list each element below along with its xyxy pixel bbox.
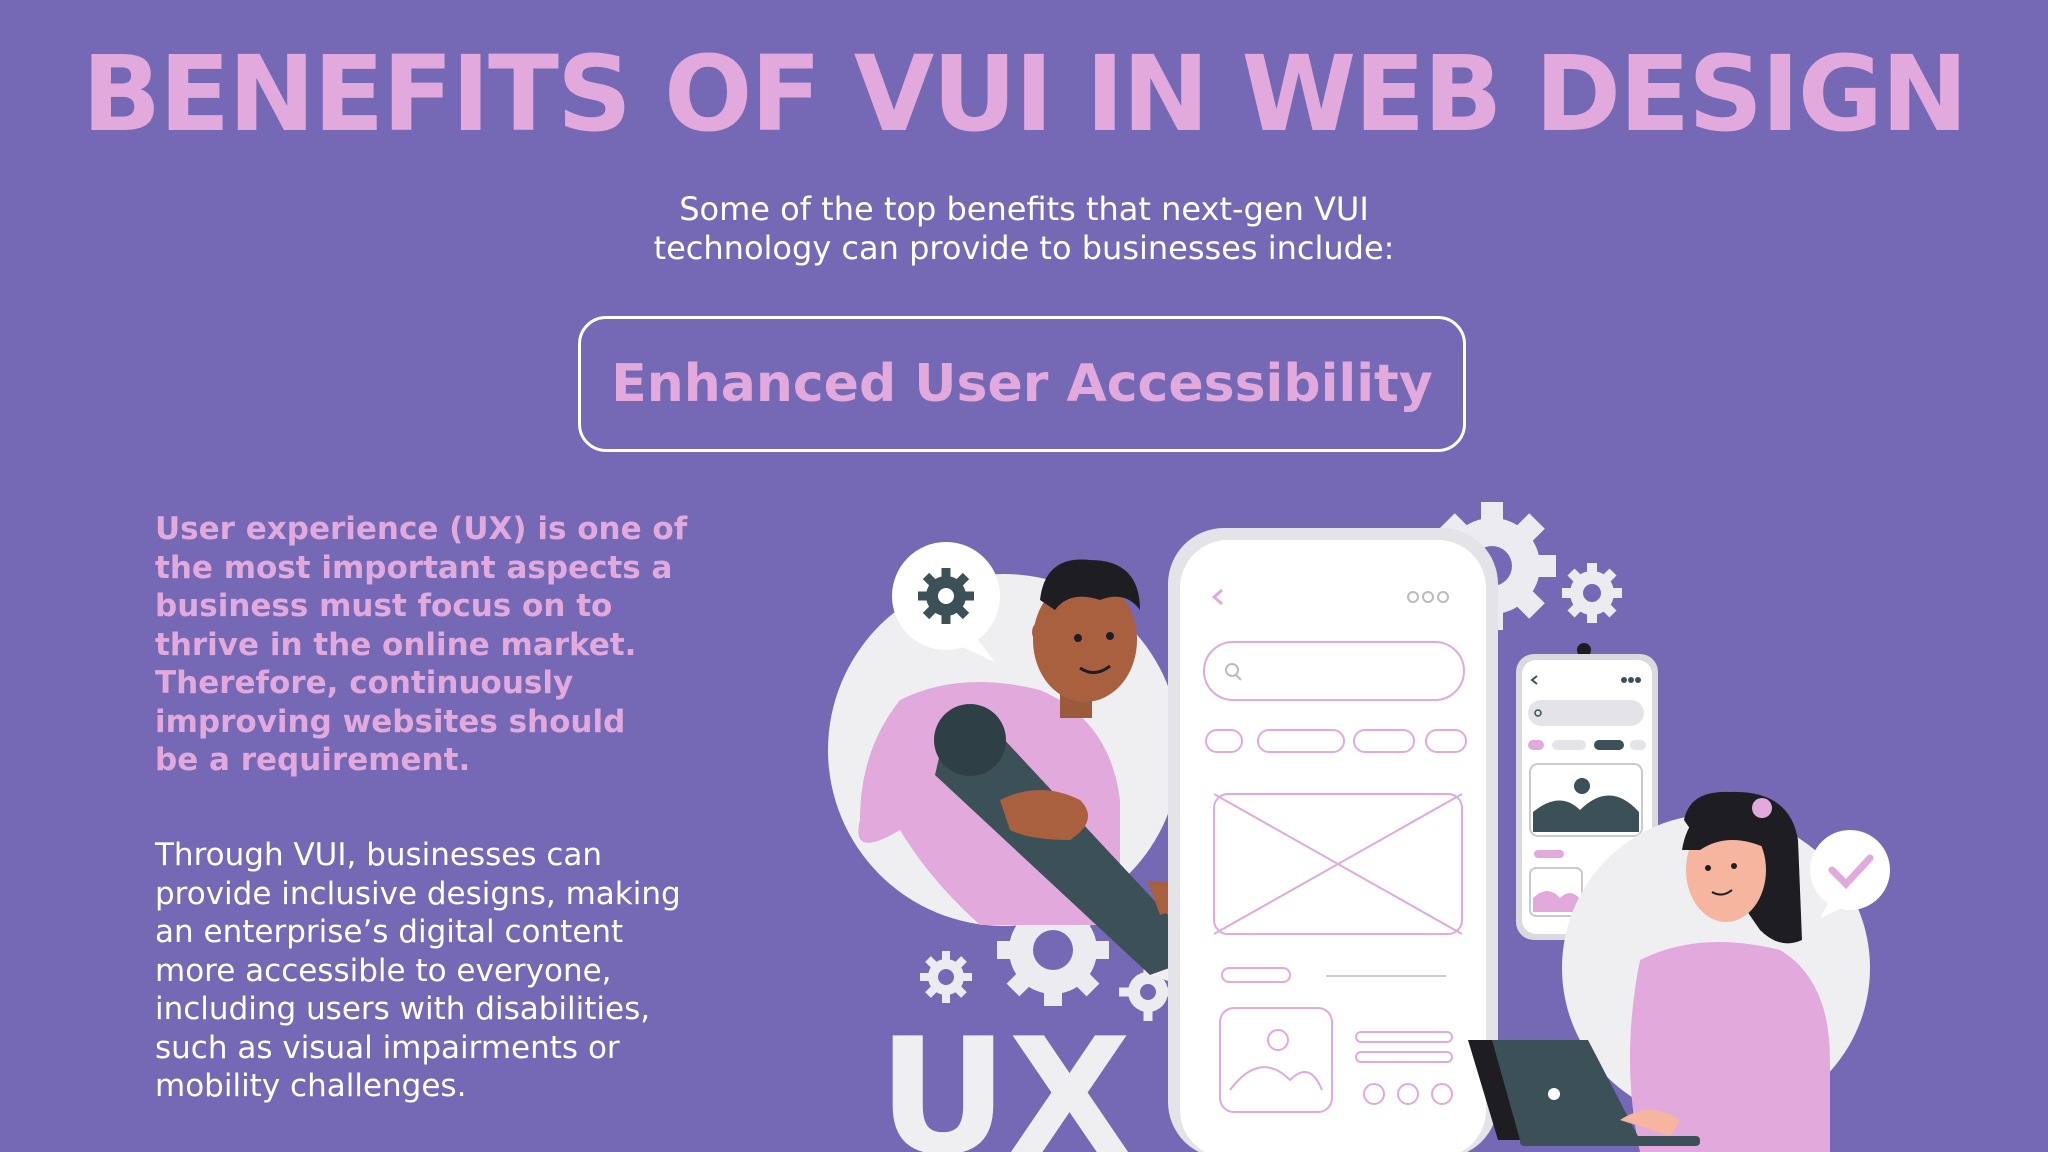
- ux-design-illustration: UX: [828, 502, 1890, 1152]
- designer-woman: [1630, 791, 1830, 1152]
- paragraph-line: such as visual impairments or: [155, 1029, 620, 1066]
- ux-label: UX: [878, 1003, 1131, 1152]
- speech-bubble: [892, 542, 1000, 662]
- subtitle-line: technology can provide to businesses inc…: [653, 229, 1395, 267]
- vui-inclusivity-paragraph: Through VUI, businesses can provide incl…: [155, 836, 735, 1106]
- page-title: BENEFITS OF VUI IN WEB DESIGN: [81, 33, 1968, 155]
- intro-subtitle: Some of the top benefits that next-gen V…: [524, 190, 1524, 268]
- check-bubble: [1810, 830, 1890, 918]
- subtitle-line: Some of the top benefits that next-gen V…: [679, 190, 1369, 228]
- gear-icon: [1119, 963, 1177, 1021]
- image-placeholder-icon: [1529, 867, 1583, 917]
- paragraph-line: provide inclusive designs, making: [155, 875, 681, 912]
- paragraph-line: be a requirement.: [155, 742, 471, 778]
- paragraph-line: business must focus on to: [155, 588, 613, 624]
- back-chevron-icon: [1211, 588, 1223, 606]
- benefit-banner: Enhanced User Accessibility: [578, 316, 1466, 452]
- paragraph-line: Through VUI, businesses can: [155, 837, 603, 873]
- paragraph-line: improving websites should: [155, 703, 626, 740]
- paragraph-line: including users with disabilities,: [155, 991, 651, 1027]
- paragraph-line: the most important aspects a: [155, 549, 673, 586]
- image-placeholder-icon: [1213, 793, 1463, 935]
- search-icon: [1225, 663, 1242, 681]
- more-dots-icon: [1621, 677, 1641, 683]
- paragraph-line: thrive in the online market.: [155, 626, 637, 663]
- more-dots-icon: [1407, 591, 1449, 603]
- image-placeholder-icon: [1529, 763, 1643, 837]
- phone-mockup: [1168, 528, 1498, 1152]
- paragraph-line: mobility challenges.: [155, 1068, 467, 1104]
- paragraph-line: User experience (UX) is one of: [155, 511, 688, 547]
- gear-icon: [920, 951, 972, 1003]
- laptop-icon: [1468, 1040, 1700, 1146]
- ux-importance-paragraph: User experience (UX) is one of the most …: [155, 510, 715, 780]
- check-icon: [1828, 854, 1874, 890]
- paragraph-line: an enterprise’s digital content: [155, 914, 624, 950]
- pencil-icon: [934, 704, 1220, 998]
- paragraph-line: more accessible to everyone,: [155, 952, 612, 989]
- benefit-heading: Enhanced User Accessibility: [611, 354, 1433, 414]
- back-chevron-icon: [1530, 675, 1538, 685]
- gear-icon: [1562, 563, 1622, 623]
- image-placeholder-icon: [1219, 1007, 1333, 1113]
- paragraph-line: Therefore, continuously: [155, 665, 574, 701]
- gear-icon: [918, 568, 974, 624]
- search-bar: [1203, 641, 1465, 701]
